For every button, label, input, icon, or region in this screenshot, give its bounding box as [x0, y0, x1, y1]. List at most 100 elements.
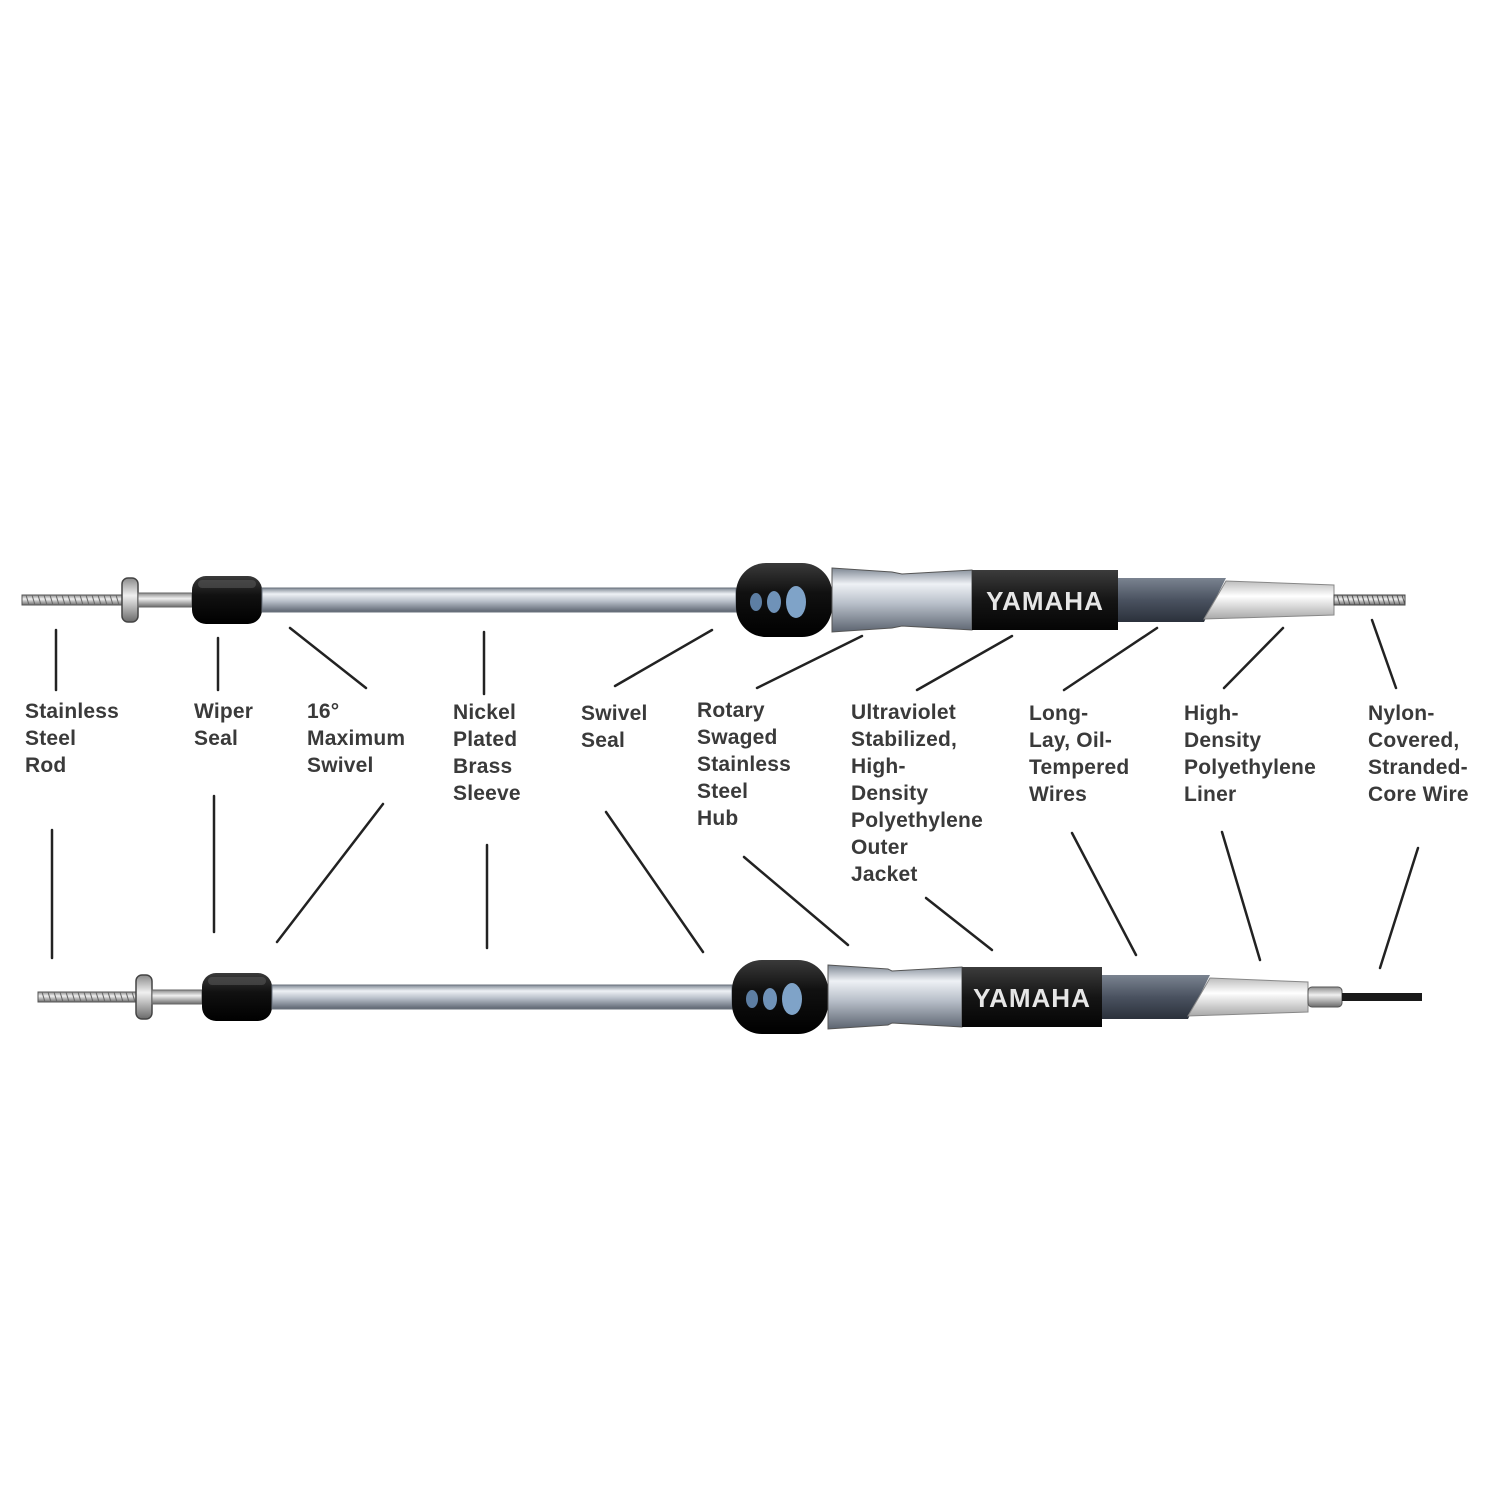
leader-line [1222, 626, 1285, 690]
core-strand [1391, 594, 1396, 606]
rod-thread [61, 594, 66, 606]
core-collar [1307, 986, 1343, 1008]
rod-thread [95, 991, 100, 1003]
core-strand [1361, 594, 1366, 606]
core-strand [1346, 594, 1351, 606]
rod-thread [109, 594, 114, 606]
core-strand [1366, 594, 1371, 606]
leader-line [604, 810, 705, 954]
swivel-seal-dot [786, 586, 806, 618]
rod-thread [83, 991, 88, 1003]
rod-thread [101, 991, 106, 1003]
label-rotary-swaged-hub: Rotary Swaged Stainless Steel Hub [697, 699, 792, 830]
rod-thread [41, 991, 46, 1003]
swivel-seal-dot [746, 990, 758, 1008]
rod-thread [115, 594, 120, 606]
leader-line [915, 634, 1014, 692]
rod-thread [31, 594, 36, 606]
brass-sleeve [271, 984, 733, 1010]
rod-thread [91, 594, 96, 606]
brand-logo: YAMAHA [986, 586, 1104, 616]
rod-thread [55, 594, 60, 606]
leader-line [275, 802, 385, 944]
core-strand [1336, 594, 1341, 606]
label-polyethylene-liner: High- Density Polyethylene Liner [1184, 702, 1316, 806]
rod-thread [65, 991, 70, 1003]
rod-thread [77, 991, 82, 1003]
rod-thread [71, 991, 76, 1003]
rod-thread [37, 594, 42, 606]
rod-thread [25, 594, 30, 606]
core-strand [1356, 594, 1361, 606]
core-strand [1371, 594, 1376, 606]
swivel-seal [732, 960, 828, 1034]
tempered-wires [1118, 578, 1226, 622]
leader-line [742, 855, 850, 947]
swivel-seal-dot [750, 593, 762, 611]
rod-thread [97, 594, 102, 606]
rod-washer [121, 577, 139, 623]
label-stranded-core-wire: Nylon- Covered, Stranded- Core Wire [1368, 702, 1469, 806]
leader-line [288, 626, 368, 690]
label-swivel-seal: Swivel Seal [581, 702, 648, 752]
leader-line [1070, 831, 1138, 957]
rod-thread [107, 991, 112, 1003]
swivel-seal-dot [763, 988, 777, 1010]
rod-washer [135, 974, 153, 1020]
swivel-seal-dot [782, 983, 802, 1015]
wiper-seal-highlight [198, 580, 256, 588]
cable-bottom: YAMAHA [37, 960, 1422, 1034]
label-outer-jacket: Ultraviolet Stabilized, High- Density Po… [851, 701, 983, 886]
rod-shaft [151, 989, 203, 1005]
wiper-seal-highlight [208, 977, 266, 985]
outer-jacket [972, 570, 1118, 630]
leader-line [1370, 618, 1398, 690]
tempered-wires [1102, 975, 1210, 1019]
rod-thread [67, 594, 72, 606]
core-strand [1376, 594, 1381, 606]
swivel-seal-dot [767, 591, 781, 613]
leader-line [1220, 830, 1262, 962]
core-strand [1401, 594, 1406, 606]
core-strand [1396, 594, 1401, 606]
rod-thread [89, 991, 94, 1003]
brass-sleeve [261, 587, 737, 613]
rod-thread [85, 594, 90, 606]
rod-thread [113, 991, 118, 1003]
label-wiper-seal: Wiper Seal [194, 700, 254, 750]
cable-top: YAMAHA [21, 563, 1406, 637]
core-strand [1381, 594, 1386, 606]
stainless-hub [827, 964, 963, 1030]
rod-thread [119, 991, 124, 1003]
stainless-hub [831, 567, 973, 633]
rod-thread [103, 594, 108, 606]
rod-shaft [137, 592, 193, 608]
label-nickel-plated-brass-sleeve: Nickel Plated Brass Sleeve [453, 701, 521, 805]
core-strand [1386, 594, 1391, 606]
label-stainless-steel-rod: Stainless Steel Rod [25, 700, 120, 777]
outer-jacket [962, 967, 1102, 1027]
leader-line [924, 896, 994, 952]
leader-line [1378, 846, 1420, 970]
leader-line [613, 628, 714, 688]
leader-line [1062, 626, 1159, 692]
core-strand [1341, 594, 1346, 606]
rod-thread [79, 594, 84, 606]
polyethylene-liner [1203, 580, 1335, 620]
rod-thread [47, 991, 52, 1003]
rod-thread [73, 594, 78, 606]
core-strand [1351, 594, 1356, 606]
rod-thread [131, 991, 136, 1003]
swivel-seal [736, 563, 832, 637]
label-oil-tempered-wires: Long- Lay, Oil- Tempered Wires [1029, 702, 1130, 806]
rod-thread [49, 594, 54, 606]
label-maximum-swivel: 16° Maximum Swivel [307, 700, 406, 777]
core-wire [1342, 993, 1422, 1001]
rod-thread [125, 991, 130, 1003]
brand-logo: YAMAHA [973, 983, 1091, 1013]
leader-lines [50, 618, 1420, 970]
rod-thread [53, 991, 58, 1003]
leader-line [755, 634, 864, 690]
